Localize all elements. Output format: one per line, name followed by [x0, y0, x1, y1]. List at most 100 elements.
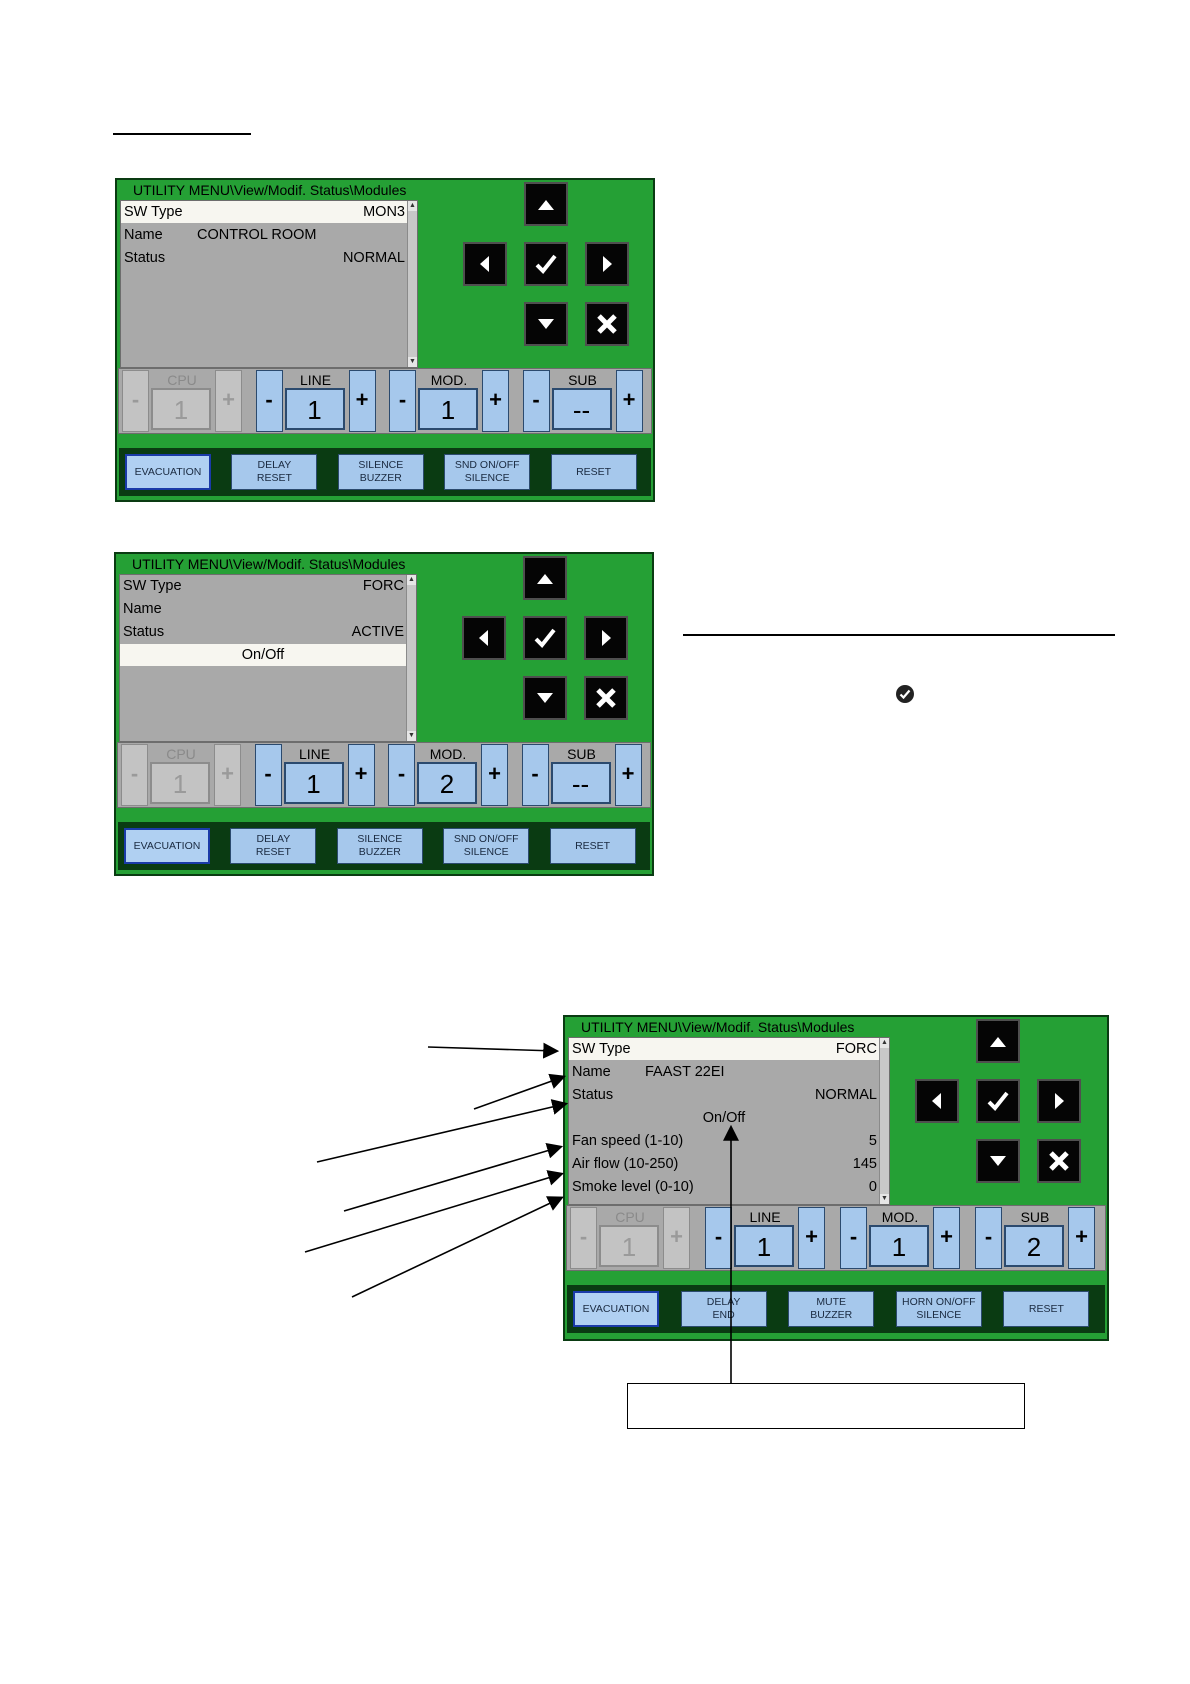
increment-button[interactable]: +: [347, 744, 375, 806]
function-button-3[interactable]: SILENCE BUZZER: [336, 828, 423, 864]
increment-button[interactable]: +: [348, 370, 376, 432]
increment-button[interactable]: +: [482, 370, 509, 432]
increment-button[interactable]: +: [798, 1207, 825, 1269]
arrow-up-button[interactable]: [524, 182, 568, 226]
decrement-button[interactable]: -: [522, 370, 550, 432]
status-row[interactable]: Air flow (10-250)145: [569, 1153, 879, 1175]
status-row[interactable]: On/Off: [569, 1107, 879, 1129]
row-label: Status: [124, 250, 166, 266]
status-row[interactable]: Smoke level (0-10)0: [569, 1176, 879, 1198]
status-row[interactable]: Name: [120, 598, 406, 620]
increment-button[interactable]: +: [614, 744, 642, 806]
status-row[interactable]: Status NORMAL: [121, 247, 407, 269]
arrow-left-button[interactable]: [915, 1079, 959, 1123]
function-button-1[interactable]: EVACUATION: [125, 454, 211, 490]
scroll-up-icon[interactable]: ▲: [880, 1038, 889, 1048]
close-button[interactable]: [584, 676, 628, 720]
decrement-button[interactable]: -: [122, 370, 149, 432]
row-value: 5: [868, 1133, 877, 1149]
close-button[interactable]: [585, 302, 629, 346]
arrow-up-icon: [537, 574, 553, 584]
arrow-up-icon: [990, 1037, 1006, 1047]
function-button-3[interactable]: MUTE BUZZER: [788, 1291, 875, 1327]
scroll-down-icon[interactable]: ▼: [880, 1194, 889, 1204]
decrement-button[interactable]: -: [254, 744, 282, 806]
arrow-down-button[interactable]: [523, 676, 567, 720]
check-icon: [535, 254, 557, 274]
status-row[interactable]: Fan speed (1-10)5: [569, 1130, 879, 1152]
arrow-up-button[interactable]: [523, 556, 567, 600]
arrow-right-button[interactable]: [1037, 1079, 1081, 1123]
row-value: NORMAL: [342, 250, 405, 266]
row-value: 145: [852, 1156, 877, 1172]
function-button-2[interactable]: DELAY RESET: [231, 454, 318, 490]
arrow-up-button[interactable]: [976, 1019, 1020, 1063]
close-icon: [1049, 1151, 1069, 1171]
arrow-down-button[interactable]: [524, 302, 568, 346]
increment-button[interactable]: +: [933, 1207, 960, 1269]
screen-scrollbar[interactable]: ▲▼: [407, 201, 417, 367]
scroll-up-icon[interactable]: ▲: [407, 575, 416, 585]
increment-button[interactable]: +: [663, 1207, 690, 1269]
function-button-4[interactable]: HORN ON/OFF SILENCE: [895, 1291, 982, 1327]
control-panel-1: UTILITY MENU\View/Modif. Status\Modules▲…: [115, 178, 655, 502]
panel-title: UTILITY MENU\View/Modif. Status\Modules: [132, 556, 406, 572]
function-button-5[interactable]: RESET: [1003, 1291, 1090, 1327]
decrement-button[interactable]: -: [840, 1207, 867, 1269]
function-button-1[interactable]: EVACUATION: [573, 1291, 659, 1327]
decrement-button[interactable]: -: [975, 1207, 1002, 1269]
check-button[interactable]: [976, 1079, 1020, 1123]
decrement-button[interactable]: -: [121, 744, 148, 806]
decrement-button[interactable]: -: [388, 744, 415, 806]
screen-scrollbar[interactable]: ▲▼: [879, 1038, 889, 1204]
selector-value: 1: [734, 1225, 794, 1267]
screen-scrollbar[interactable]: ▲▼: [406, 575, 416, 741]
function-button-2[interactable]: DELAY END: [680, 1291, 767, 1327]
function-button-5[interactable]: RESET: [549, 828, 636, 864]
selector-caption: MOD.: [430, 372, 468, 388]
increment-button[interactable]: +: [615, 370, 643, 432]
row-label: SW Type: [572, 1041, 631, 1057]
function-button-4[interactable]: SND ON/OFF SILENCE: [444, 454, 531, 490]
function-bar: EVACUATION DELAY RESET SILENCE BUZZER SND O…: [119, 448, 651, 496]
decrement-button[interactable]: -: [389, 370, 416, 432]
selector-value: 2: [417, 762, 477, 804]
increment-button[interactable]: +: [1068, 1207, 1095, 1269]
increment-button[interactable]: +: [215, 370, 242, 432]
function-button-1[interactable]: EVACUATION: [124, 828, 210, 864]
arrow-right-icon: [1055, 1093, 1064, 1109]
function-button-4[interactable]: SND ON/OFF SILENCE: [443, 828, 530, 864]
check-button[interactable]: [523, 616, 567, 660]
callout-box: [627, 1383, 1025, 1429]
decrement-button[interactable]: -: [521, 744, 549, 806]
arrow-left-button[interactable]: [463, 242, 507, 286]
arrow-left-button[interactable]: [462, 616, 506, 660]
check-button[interactable]: [524, 242, 568, 286]
arrow-right-button[interactable]: [585, 242, 629, 286]
close-button[interactable]: [1037, 1139, 1081, 1183]
decrement-button[interactable]: -: [255, 370, 283, 432]
arrow-down-button[interactable]: [976, 1139, 1020, 1183]
status-row[interactable]: On/Off: [120, 644, 406, 666]
function-button-5[interactable]: RESET: [550, 454, 637, 490]
scroll-down-icon[interactable]: ▼: [408, 357, 417, 367]
arrow-right-button[interactable]: [584, 616, 628, 660]
increment-button[interactable]: +: [481, 744, 508, 806]
function-button-2[interactable]: DELAY RESET: [230, 828, 317, 864]
row-value: ACTIVE: [351, 624, 404, 640]
scroll-up-icon[interactable]: ▲: [408, 201, 417, 211]
increment-button[interactable]: +: [214, 744, 241, 806]
function-button-3[interactable]: SILENCE BUZZER: [337, 454, 424, 490]
scroll-down-icon[interactable]: ▼: [407, 731, 416, 741]
function-button-label: MUTE BUZZER: [810, 1296, 853, 1321]
decrement-button[interactable]: -: [570, 1207, 597, 1269]
